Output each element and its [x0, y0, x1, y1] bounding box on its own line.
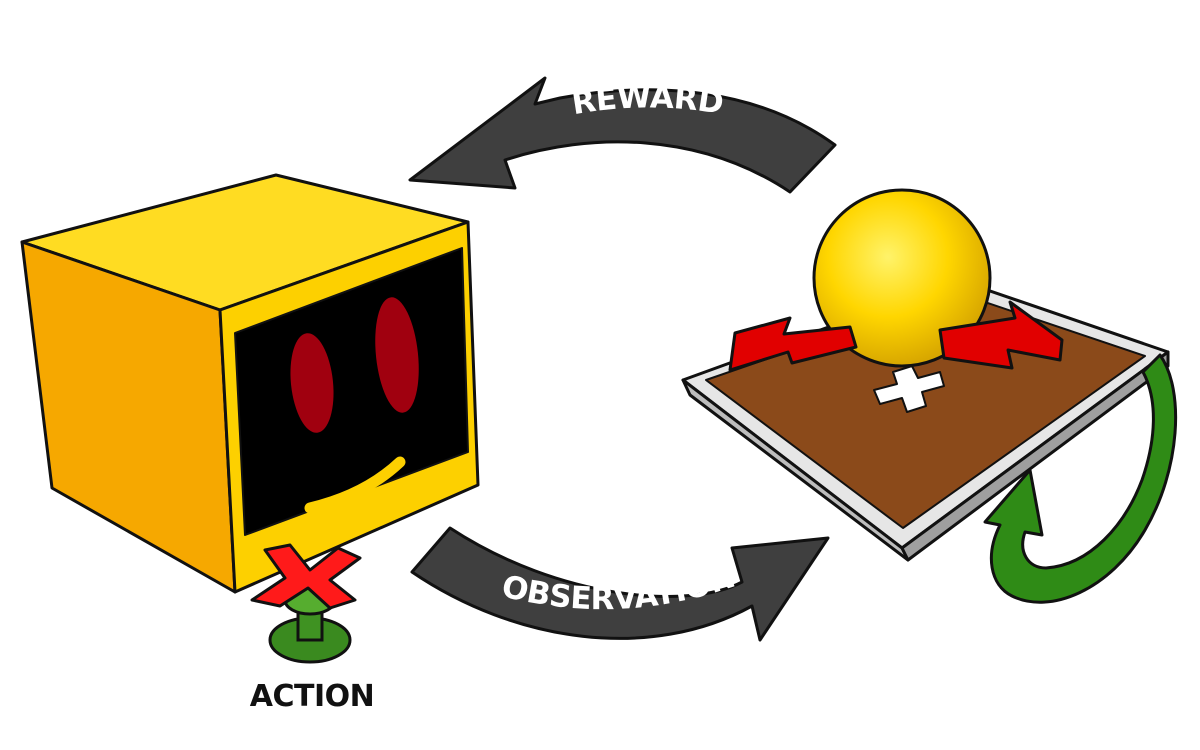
push-arrows-icon — [728, 300, 1064, 372]
right-eye — [375, 297, 419, 413]
smile — [304, 456, 406, 514]
joystick-icon — [250, 543, 362, 664]
agent-robot-icon — [20, 173, 480, 594]
left-eye — [290, 333, 334, 433]
ball-icon — [812, 188, 992, 368]
rotation-arrow-icon — [983, 353, 1178, 604]
action-x-icon — [250, 543, 362, 610]
action-label: ACTION — [250, 679, 374, 714]
reward-arrow — [408, 76, 837, 194]
observation-arrow — [410, 526, 830, 642]
